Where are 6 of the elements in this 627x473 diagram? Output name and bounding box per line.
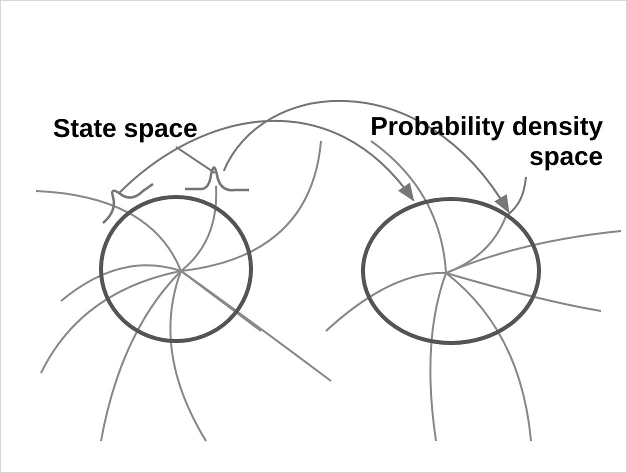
- arrow: [222, 100, 510, 214]
- leader-line: [505, 176, 527, 217]
- label-text: State space: [53, 113, 199, 143]
- label-text: Probability density space: [369, 111, 603, 171]
- arrow: [118, 120, 414, 202]
- leader-line: [175, 146, 216, 174]
